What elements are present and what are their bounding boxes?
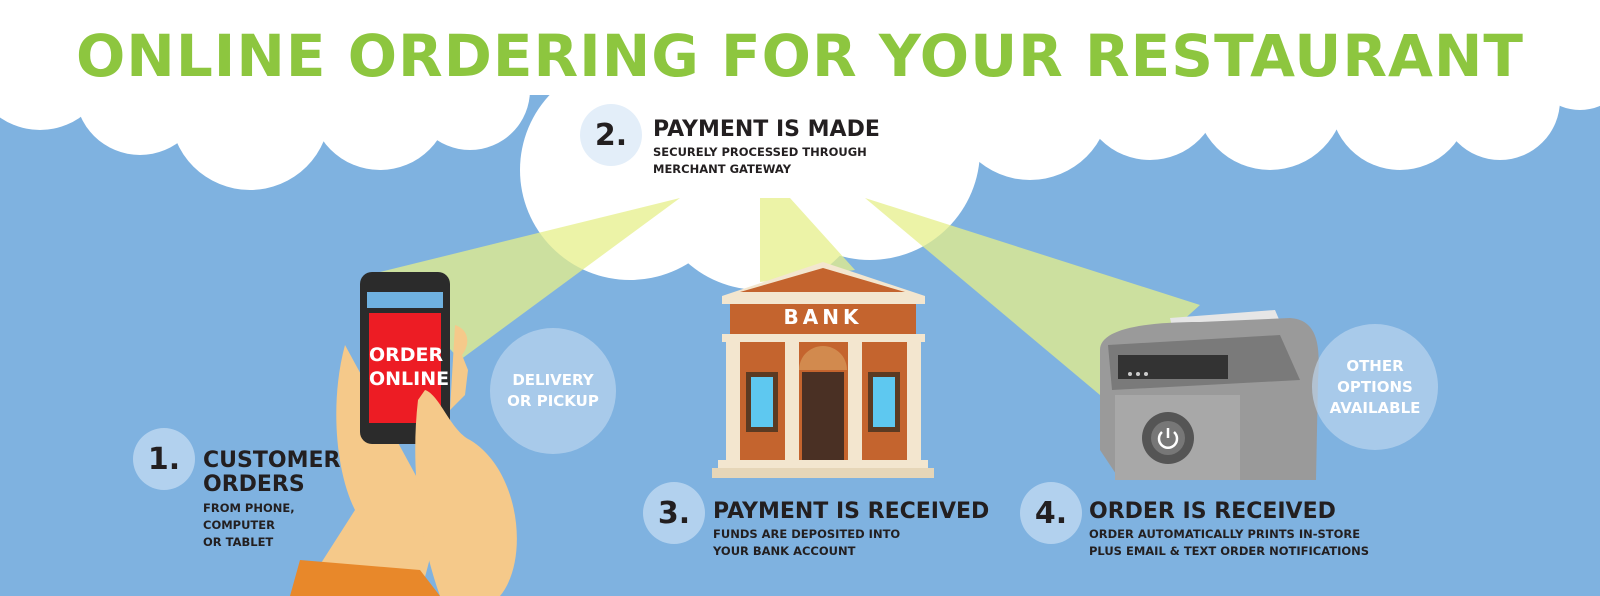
- bubble-line: AVAILABLE: [1329, 398, 1421, 417]
- step-3-heading: PAYMENT IS RECEIVED: [713, 499, 990, 524]
- step-2-heading: PAYMENT IS MADE: [653, 117, 880, 142]
- step-3-detail-line: YOUR BANK ACCOUNT: [713, 544, 856, 558]
- phone-illustration: [290, 272, 517, 596]
- bank-sign: BANK: [783, 305, 863, 329]
- step-3-detail-line: FUNDS ARE DEPOSITED INTO: [713, 527, 901, 541]
- printer-illustration: [1100, 310, 1319, 480]
- step-1-number: 1.: [133, 428, 195, 490]
- step-2-detail-line: MERCHANT GATEWAY: [653, 162, 792, 176]
- step-4-number: 4.: [1020, 482, 1082, 544]
- step-2-number: 2.: [580, 104, 642, 166]
- step-1-detail-line: OR TABLET: [203, 535, 274, 549]
- step-1-heading: CUSTOMER ORDERS: [203, 449, 340, 497]
- phone-screen-line: ORDER: [369, 344, 444, 366]
- bubble-line: DELIVERY: [512, 371, 594, 389]
- step-1-heading-line: ORDERS: [203, 472, 305, 497]
- bubble-line: OR PICKUP: [507, 392, 599, 410]
- step-3-number: 3.: [643, 482, 705, 544]
- step-1-detail-line: FROM PHONE,: [203, 501, 295, 515]
- step-2-detail-line: SECURELY PROCESSED THROUGH: [653, 145, 867, 159]
- phone-screen-line: ONLINE: [369, 368, 450, 390]
- step-4-detail-line: PLUS EMAIL & TEXT ORDER NOTIFICATIONS: [1089, 544, 1370, 558]
- bank-illustration: [712, 262, 934, 478]
- bubble-line: OPTIONS: [1337, 377, 1413, 396]
- step-4-detail: ORDER AUTOMATICALLY PRINTS IN-STORE PLUS…: [1089, 526, 1369, 560]
- page-title: ONLINE ORDERING FOR YOUR RESTAURANT: [76, 22, 1524, 90]
- delivery-bubble: DELIVERY OR PICKUP: [490, 328, 616, 454]
- step-3-detail: FUNDS ARE DEPOSITED INTO YOUR BANK ACCOU…: [713, 526, 900, 560]
- other-options-bubble: OTHER OPTIONS AVAILABLE: [1312, 324, 1438, 450]
- step-2-detail: SECURELY PROCESSED THROUGH MERCHANT GATE…: [653, 144, 867, 178]
- bubble-line: OTHER: [1346, 356, 1404, 375]
- step-1-detail-line: COMPUTER: [203, 518, 275, 532]
- phone-screen-text: ORDER ONLINE: [369, 343, 450, 391]
- step-1-detail: FROM PHONE, COMPUTER OR TABLET: [203, 500, 295, 551]
- step-1-heading-line: CUSTOMER: [203, 448, 341, 473]
- step-4-heading: ORDER IS RECEIVED: [1089, 499, 1336, 524]
- step-4-detail-line: ORDER AUTOMATICALLY PRINTS IN-STORE: [1089, 527, 1361, 541]
